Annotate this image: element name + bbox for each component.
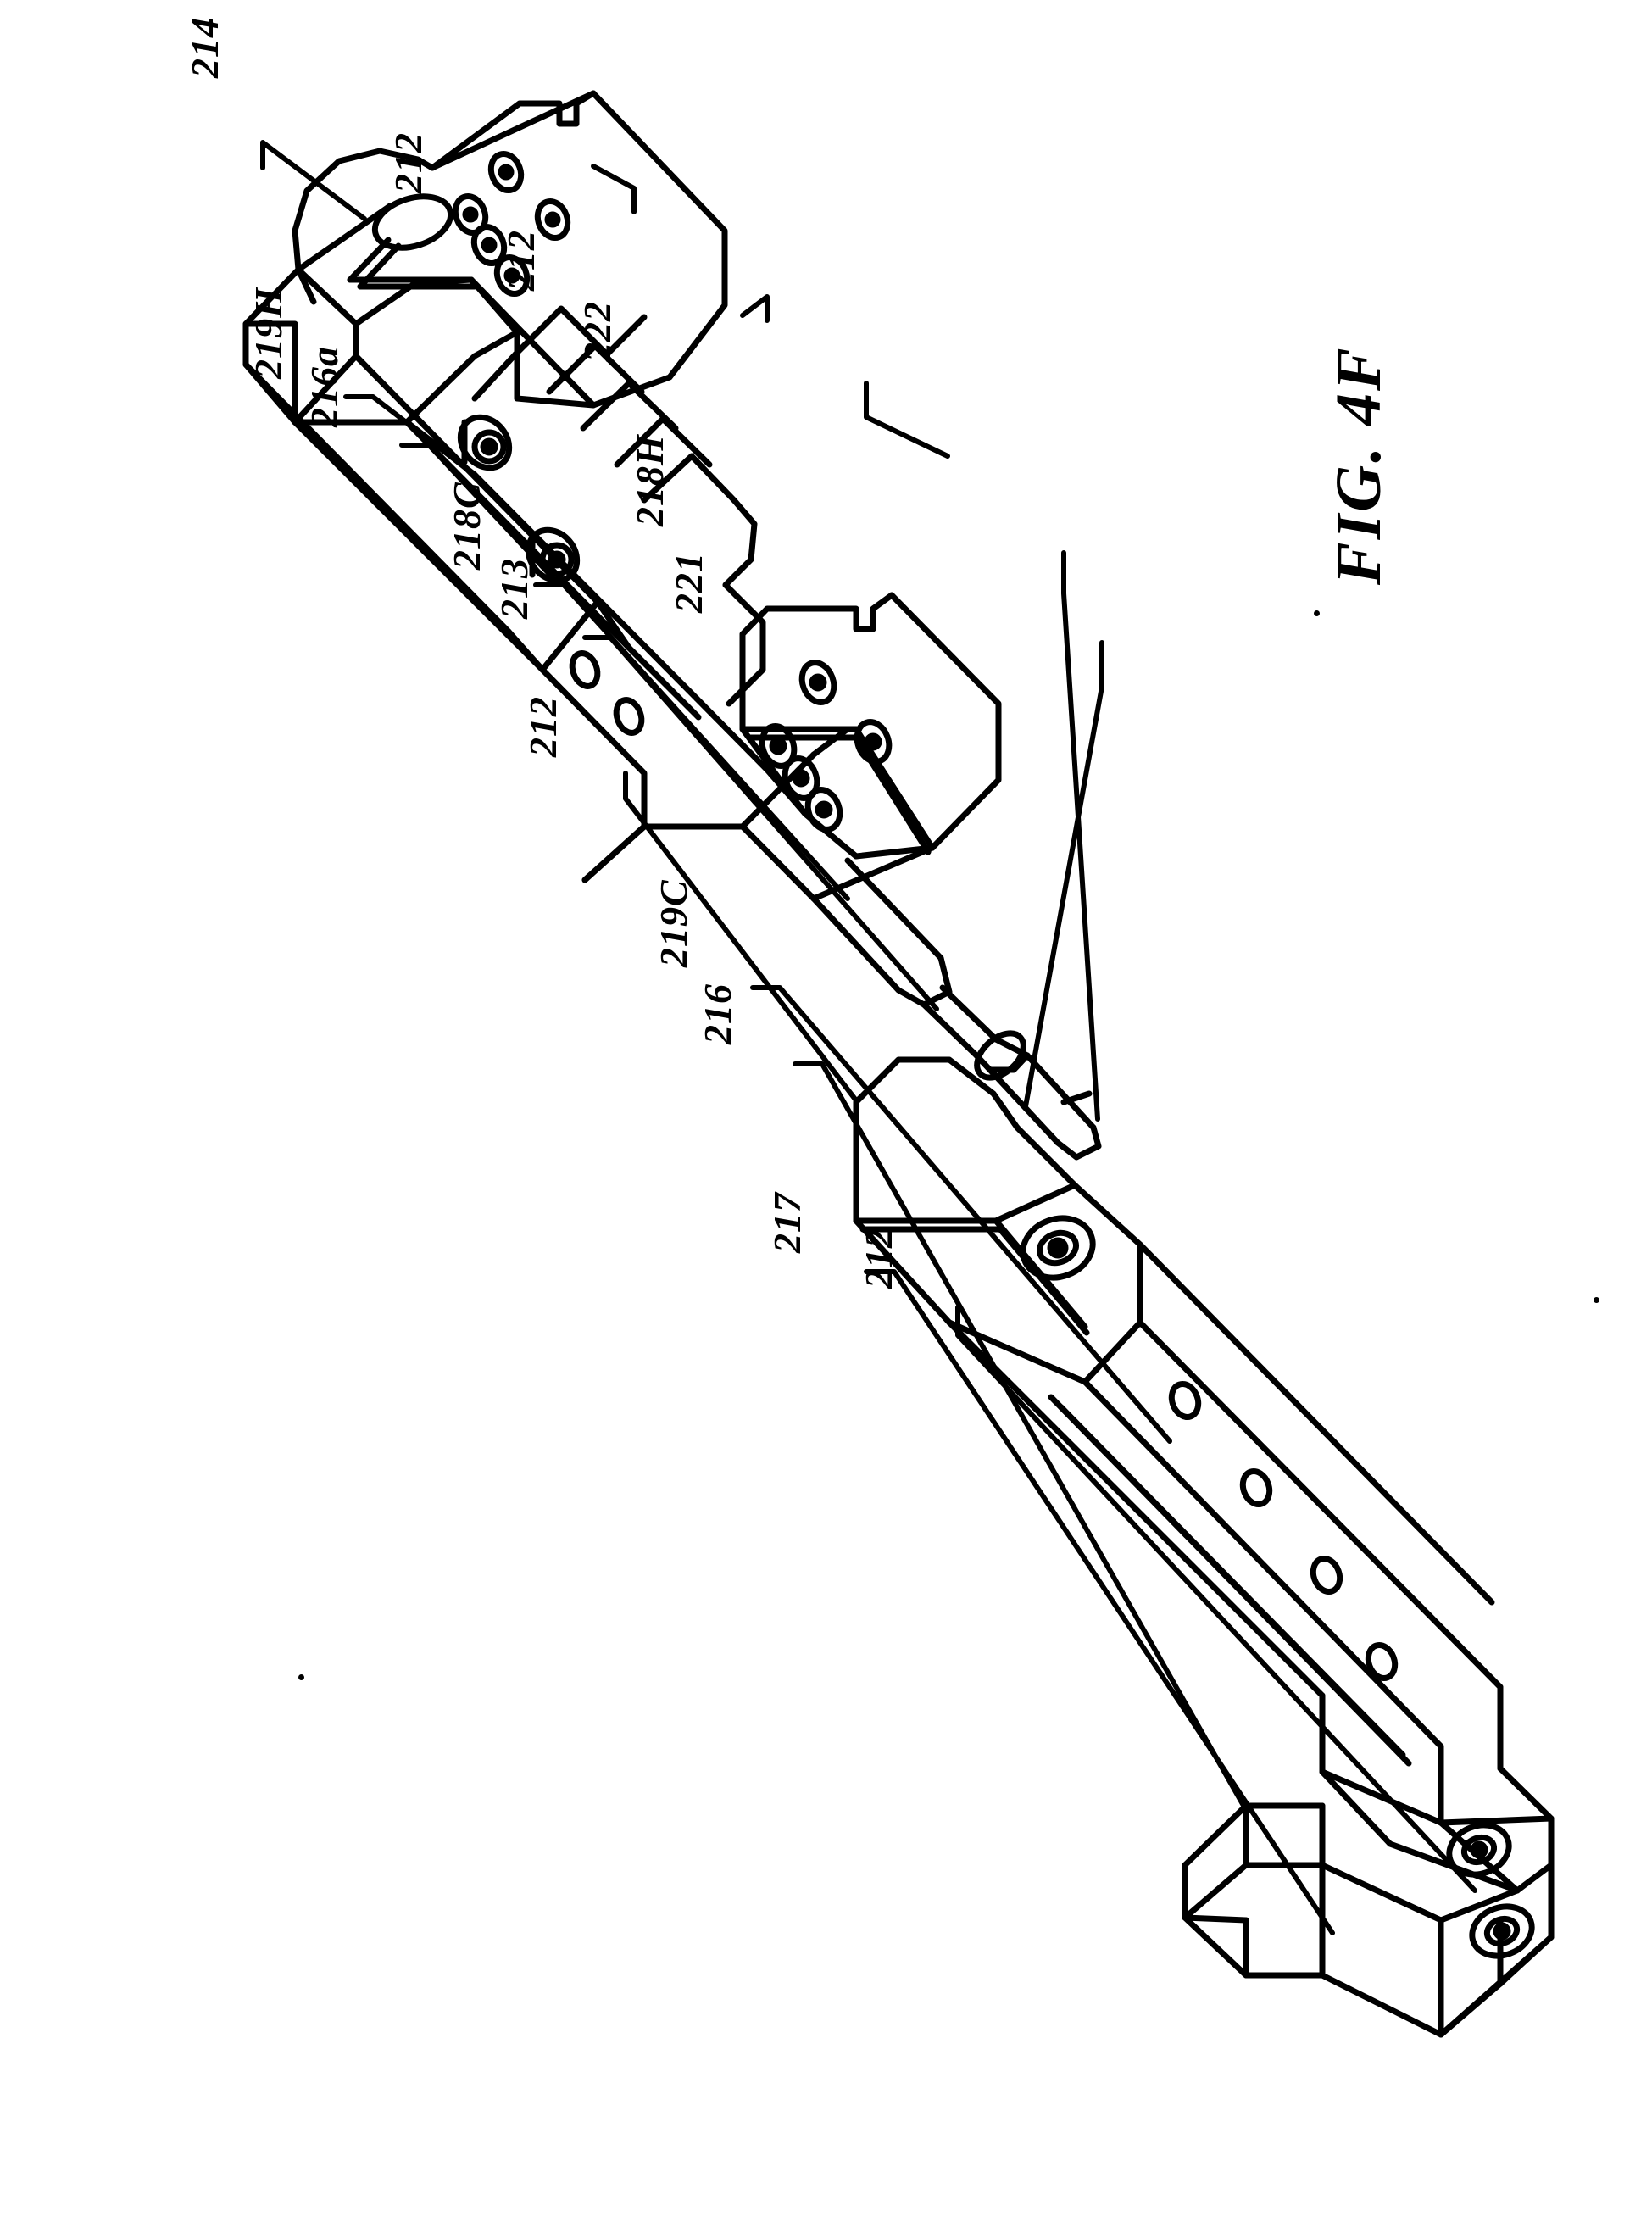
figure-caption: FIG. 4F	[1323, 345, 1394, 585]
rail-holes	[1168, 1381, 1399, 1681]
callout-212-bottom: 212	[857, 1228, 900, 1289]
leader-lines	[260, 140, 1477, 1935]
callout-219h: 219H	[247, 287, 290, 379]
callout-216a: 216a	[303, 346, 346, 427]
bellows-sleeve	[471, 305, 758, 588]
bolt-holes-middle	[759, 660, 893, 833]
callout-214: 214	[183, 17, 226, 78]
callout-213: 213	[492, 558, 536, 619]
callout-212-top: 212	[387, 132, 430, 193]
callout-221: 221	[667, 552, 710, 613]
callout-218c: 218C	[445, 482, 488, 570]
stray-mark	[298, 1674, 304, 1680]
callout-212-middle: 212	[521, 696, 565, 757]
middle-block	[581, 582, 1002, 902]
stray-mark	[1314, 610, 1320, 616]
stray-mark	[1594, 1297, 1599, 1303]
callout-217: 217	[765, 1192, 809, 1253]
base-rail-assembly	[946, 1241, 1555, 2038]
callout-218h: 218H	[628, 434, 671, 526]
callout-216: 216	[696, 983, 739, 1044]
lower-pivot-block	[853, 1056, 1143, 1385]
callout-212-upper: 212	[499, 230, 542, 291]
rail-screws	[457, 414, 581, 584]
callout-222: 222	[576, 301, 619, 362]
bolt-holes-top	[452, 151, 571, 297]
callout-219c: 219C	[652, 879, 695, 967]
